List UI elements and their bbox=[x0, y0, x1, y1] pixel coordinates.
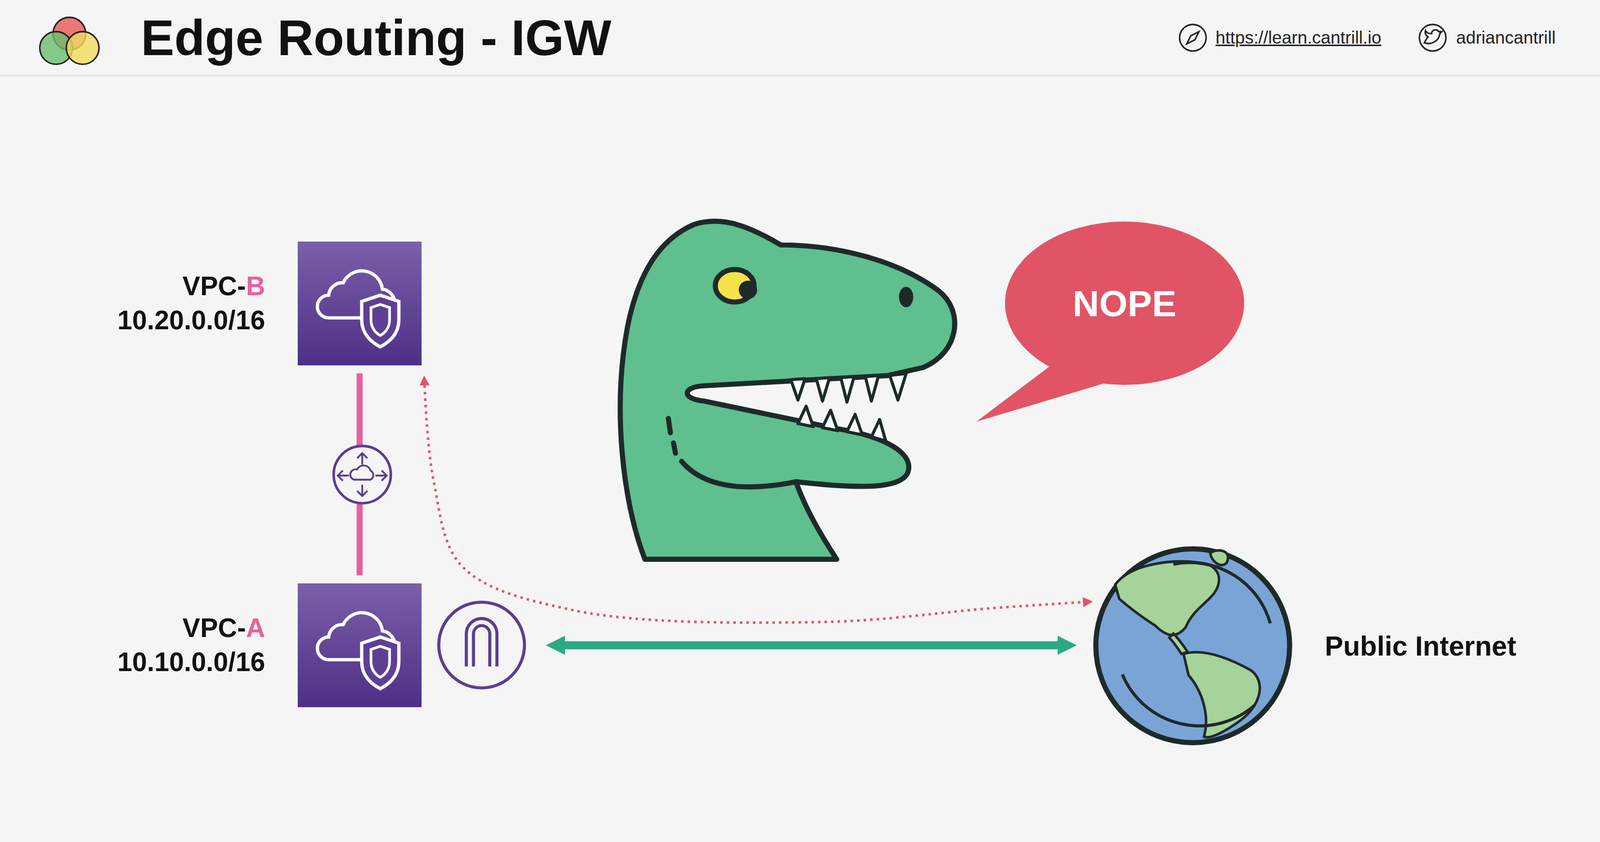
circle-part bbox=[738, 280, 758, 300]
url-label: https://learn.cantrill.io bbox=[1215, 27, 1382, 48]
path-part bbox=[797, 406, 886, 441]
speech-bubble: NOPE bbox=[1005, 221, 1245, 385]
vpc-name: VPC-B bbox=[117, 269, 266, 304]
bubble-text: NOPE bbox=[1072, 282, 1177, 325]
twitter-icon bbox=[1419, 24, 1447, 52]
cidr-range: 10.10.0.0/16 bbox=[117, 645, 266, 681]
vpc-label: VPC-B10.20.0.0/16 bbox=[117, 269, 266, 339]
bubble-text-holder: NOPE bbox=[1005, 221, 1245, 385]
vpc-name: VPC-A bbox=[117, 611, 266, 646]
globe-ring bbox=[1122, 562, 1271, 726]
internet-traffic-arrow bbox=[564, 641, 1058, 650]
vpc-icon bbox=[297, 241, 422, 366]
globe-ocean bbox=[1095, 548, 1290, 743]
logo bbox=[39, 17, 99, 65]
circle-part bbox=[66, 31, 99, 65]
handle-label: adriancantrill bbox=[1456, 27, 1556, 48]
path-part bbox=[466, 618, 497, 667]
internet-label: Public Internet bbox=[1324, 630, 1517, 663]
name-letter: A bbox=[246, 613, 266, 643]
globe-node: Public Internet bbox=[1090, 543, 1295, 748]
path-part bbox=[337, 453, 387, 497]
header-rule bbox=[0, 75, 1600, 77]
globe-icon bbox=[1090, 543, 1295, 748]
path-part bbox=[668, 418, 676, 454]
shield-inner bbox=[370, 304, 390, 336]
globe-label: Public Internet bbox=[1324, 630, 1517, 663]
circle-part bbox=[1179, 24, 1207, 52]
shield-outline bbox=[361, 637, 399, 689]
peering-icon bbox=[333, 446, 391, 504]
shield-outline bbox=[361, 295, 399, 347]
circle-part bbox=[333, 446, 391, 504]
name-prefix: VPC- bbox=[182, 271, 247, 301]
internet-gateway-icon bbox=[438, 602, 525, 688]
path-part bbox=[620, 221, 955, 560]
path-part bbox=[790, 373, 907, 403]
link-icon bbox=[1179, 24, 1207, 52]
path-part bbox=[1424, 30, 1443, 44]
dinosaur bbox=[620, 221, 955, 560]
vpc-node: VPC-A10.10.0.0/16 bbox=[297, 583, 422, 708]
vpc-icon bbox=[297, 583, 422, 708]
shield-inner bbox=[370, 646, 390, 678]
path-part bbox=[681, 461, 796, 487]
ellipse-part bbox=[898, 286, 914, 308]
name-prefix: VPC- bbox=[182, 613, 247, 643]
vpc-node: VPC-B10.20.0.0/16 bbox=[297, 241, 422, 366]
name-letter: B bbox=[246, 271, 266, 301]
path-part bbox=[1186, 31, 1199, 44]
vpc-label: VPC-A10.10.0.0/16 bbox=[117, 611, 266, 681]
title: Edge Routing - IGW bbox=[140, 9, 612, 67]
cidr-range: 10.20.0.0/16 bbox=[117, 303, 266, 339]
bubble-ellipse bbox=[1005, 221, 1245, 385]
path-part bbox=[350, 465, 374, 480]
circle-part bbox=[438, 602, 525, 688]
circle-part bbox=[1419, 24, 1447, 52]
